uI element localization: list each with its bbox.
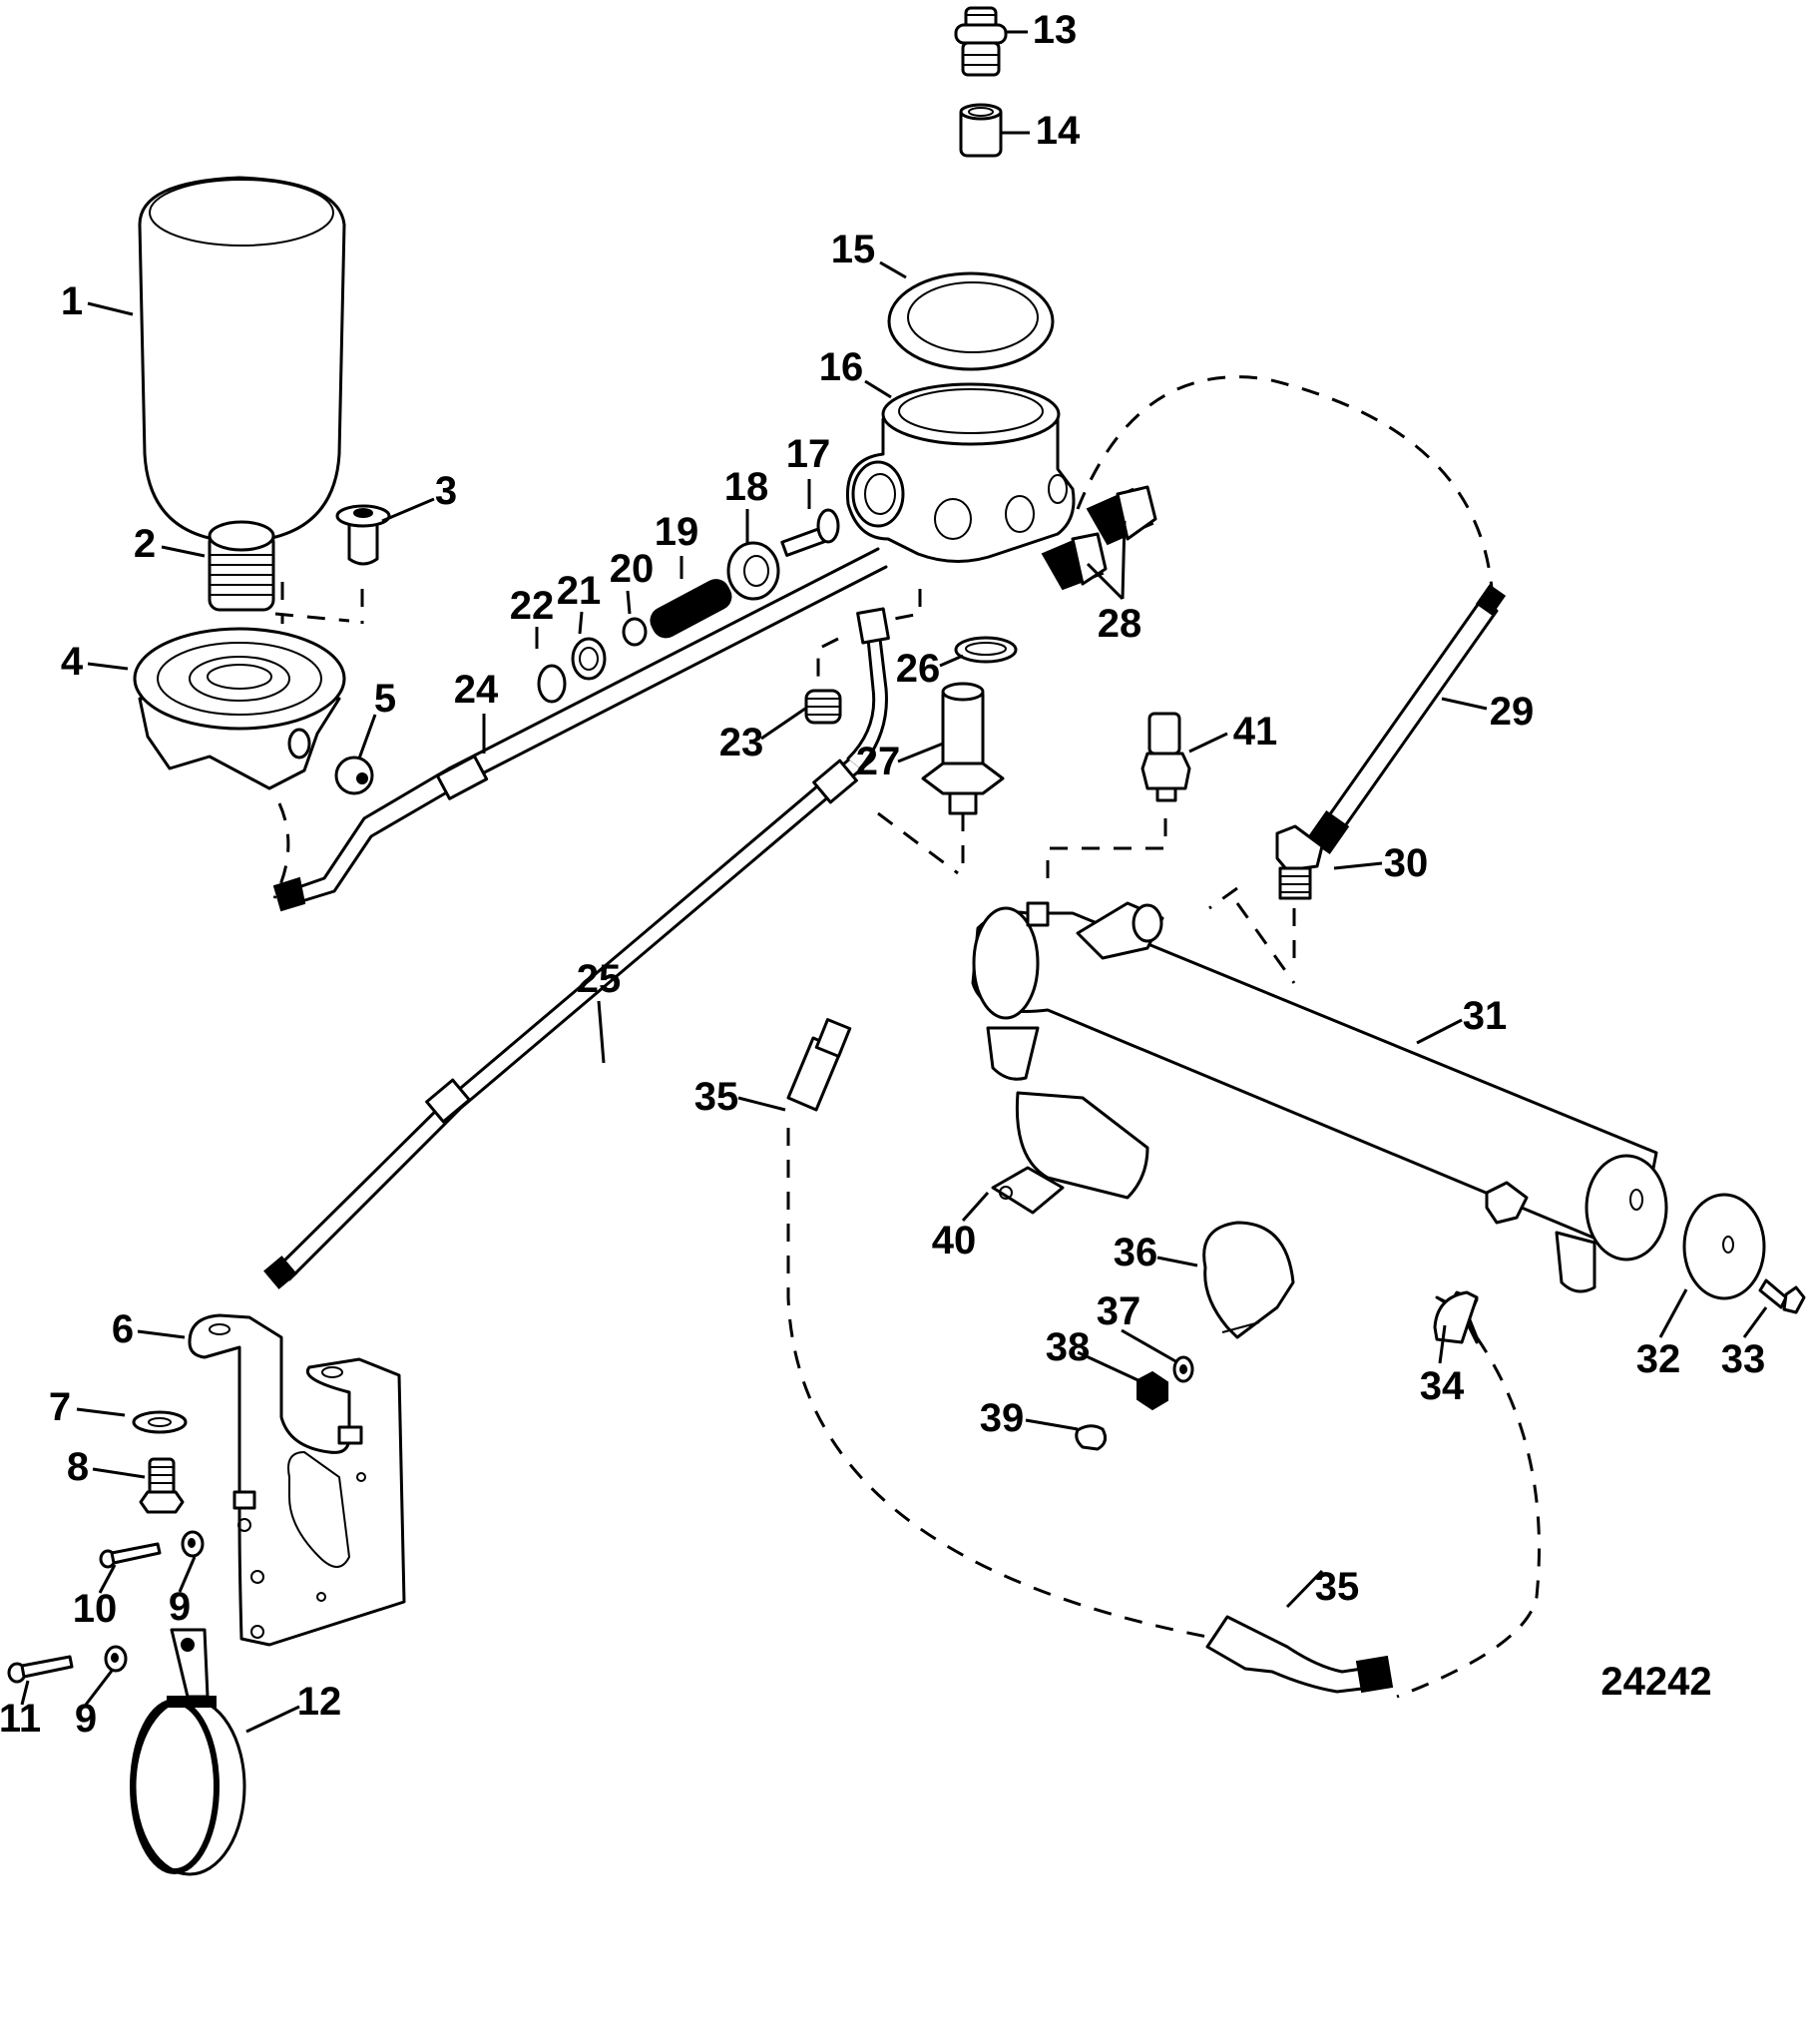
valve <box>780 508 840 557</box>
fitting-adapter <box>954 6 1008 77</box>
callout-41: 41 <box>1233 710 1278 754</box>
callout-27: 27 <box>856 740 901 783</box>
clamp-strap <box>130 1628 246 1876</box>
oil-filter <box>138 176 346 544</box>
o-ring <box>622 617 648 647</box>
oil-line-long <box>263 607 890 1289</box>
screw <box>1758 1278 1806 1314</box>
callout-32: 32 <box>1636 1337 1681 1381</box>
callout-18: 18 <box>724 465 769 509</box>
cap <box>1075 1424 1108 1451</box>
callout-31: 31 <box>1463 994 1508 1038</box>
washer-small <box>181 1530 205 1558</box>
callout-38: 38 <box>1046 1325 1091 1369</box>
callout-17: 17 <box>786 432 831 476</box>
washer-small <box>104 1645 128 1673</box>
washer <box>132 1410 188 1434</box>
callout-8: 8 <box>67 1445 89 1489</box>
fitting <box>921 682 1005 815</box>
washer <box>1172 1355 1194 1383</box>
callout-29: 29 <box>1490 690 1535 734</box>
callout-3: 3 <box>435 469 457 513</box>
callout-40: 40 <box>932 1219 977 1263</box>
seal <box>726 541 780 601</box>
callout-1: 1 <box>61 279 83 323</box>
callout-21: 21 <box>557 569 602 613</box>
callout-19: 19 <box>655 510 699 554</box>
callout-10: 10 <box>73 1587 118 1631</box>
filter-adapter <box>133 627 346 790</box>
callout-13: 13 <box>1033 8 1078 52</box>
callout-37: 37 <box>1097 1289 1141 1333</box>
plug <box>804 689 842 725</box>
nut <box>1137 1370 1168 1411</box>
screw <box>7 1655 74 1684</box>
callout-15: 15 <box>831 228 876 271</box>
spring <box>650 579 732 639</box>
callout-23: 23 <box>719 721 764 764</box>
leader-lines <box>20 30 1768 1734</box>
callout-2: 2 <box>134 522 156 566</box>
callout-24: 24 <box>454 668 499 712</box>
retainer <box>571 637 607 681</box>
figure-number: 24242 <box>1600 1660 1711 1704</box>
callout-labels: 1 2 3 4 5 6 7 8 9 9 10 11 12 13 14 15 16… <box>0 8 1765 1741</box>
end-cap-gasket <box>1682 1193 1766 1300</box>
callout-25: 25 <box>577 957 622 1001</box>
mounting-bracket <box>188 1313 406 1647</box>
oil-line <box>272 547 888 912</box>
callout-30: 30 <box>1384 841 1429 885</box>
callout-7: 7 <box>49 1385 71 1429</box>
screw <box>99 1542 162 1569</box>
callout-5: 5 <box>374 677 396 721</box>
elbow-fitting <box>1433 1290 1479 1344</box>
threaded-nipple <box>208 520 275 612</box>
gasket <box>954 636 1018 664</box>
elbow-fittings <box>1041 485 1157 591</box>
hose <box>1306 584 1507 854</box>
callout-39: 39 <box>980 1396 1025 1440</box>
callout-22: 22 <box>510 584 555 628</box>
callout-6: 6 <box>112 1307 134 1351</box>
hose-end <box>1205 1615 1394 1694</box>
sleeve <box>959 103 1003 158</box>
housing <box>845 382 1076 563</box>
callout-9a: 9 <box>169 1585 191 1629</box>
callout-20: 20 <box>610 547 655 591</box>
elbow <box>1275 824 1324 900</box>
pressure-sender <box>1140 712 1191 802</box>
callout-35b: 35 <box>1315 1565 1360 1609</box>
hose-end <box>786 1018 852 1112</box>
oil-cooler <box>971 901 1668 1293</box>
plug-flanged <box>335 504 391 566</box>
callout-14: 14 <box>1036 109 1081 153</box>
callout-9b: 9 <box>75 1697 97 1741</box>
bolt-hex <box>139 1457 185 1514</box>
callout-4: 4 <box>61 640 84 684</box>
snap-ring <box>537 664 567 704</box>
callout-36: 36 <box>1114 1231 1158 1274</box>
pipe-plug <box>334 756 374 795</box>
callout-16: 16 <box>819 345 864 389</box>
callout-35a: 35 <box>694 1075 739 1119</box>
callout-34: 34 <box>1420 1364 1465 1408</box>
callout-28: 28 <box>1098 602 1142 646</box>
seal-ring <box>887 271 1055 371</box>
callout-11: 11 <box>0 1697 41 1741</box>
callout-26: 26 <box>896 647 941 691</box>
callout-12: 12 <box>297 1680 342 1724</box>
hose-clamp <box>1202 1221 1295 1339</box>
callout-33: 33 <box>1721 1337 1766 1381</box>
cooler-bracket <box>991 1091 1149 1215</box>
